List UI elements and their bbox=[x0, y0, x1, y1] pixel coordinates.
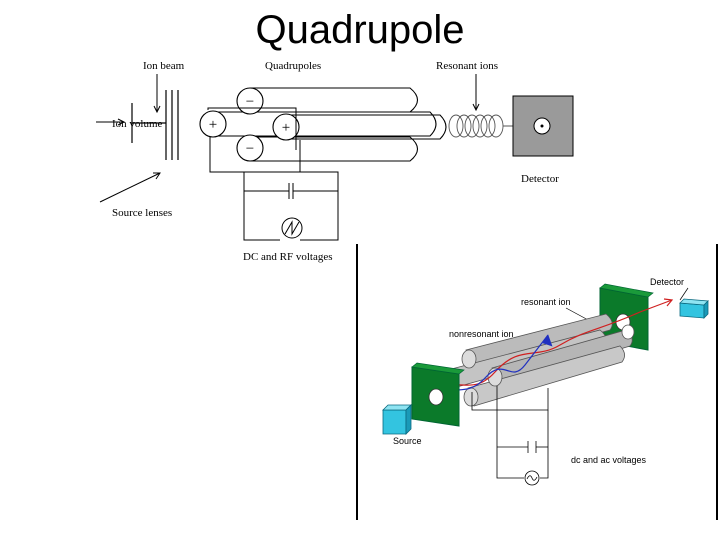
rf-source-symbol bbox=[281, 217, 303, 239]
label-nonresonant-ion: nonresonant ion bbox=[449, 329, 514, 339]
top-schematic: Ion beam Quadrupoles Resonant ions Ion v… bbox=[96, 60, 574, 263]
rod-sign-right: + bbox=[282, 120, 290, 136]
rod-middle-right bbox=[286, 114, 447, 140]
ion-beam-arrowhead bbox=[153, 105, 161, 114]
rod-sign-top: − bbox=[246, 94, 254, 110]
rod-3d-bottom bbox=[467, 345, 625, 407]
rod-ends: − + + − bbox=[199, 87, 300, 162]
detector-box bbox=[679, 298, 709, 319]
source-housing bbox=[411, 362, 465, 427]
rod-wiring-3d bbox=[471, 386, 549, 479]
bottom-3d-diagram: Detector resonant ion nonresonant ion So… bbox=[356, 244, 718, 520]
label-resonant-ions: Resonant ions bbox=[436, 60, 498, 72]
label-dc-ac-voltages: dc and ac voltages bbox=[571, 455, 647, 465]
resonant-ion-path bbox=[431, 299, 673, 399]
label-source-lenses: Source lenses bbox=[112, 207, 172, 219]
source-box bbox=[382, 404, 412, 435]
label-arrows bbox=[96, 74, 480, 203]
label-resonant-ion: resonant ion bbox=[521, 297, 571, 307]
label-detector-bottom: Detector bbox=[650, 277, 684, 287]
source-lens-plates bbox=[131, 90, 179, 160]
label-detector-top: Detector bbox=[521, 173, 559, 185]
ion-volume-arrowhead bbox=[117, 118, 126, 126]
resonant-ions-arrowhead bbox=[472, 103, 480, 112]
label-source: Source bbox=[393, 436, 422, 446]
detector-top bbox=[512, 95, 574, 157]
label-dc-rf-voltages: DC and RF voltages bbox=[243, 251, 333, 263]
label-quadrupoles: Quadrupoles bbox=[265, 60, 321, 72]
rod-sign-bottom: − bbox=[246, 141, 254, 157]
rod-wiring bbox=[207, 107, 339, 241]
rod-middle-left bbox=[213, 111, 437, 137]
rod-sign-left: + bbox=[209, 117, 217, 133]
quadrupole-rods bbox=[213, 87, 447, 162]
source-lenses-arrowhead bbox=[153, 172, 161, 180]
source-lenses-arrow bbox=[99, 172, 161, 203]
label-ion-volume: Ion volume bbox=[112, 118, 163, 130]
rod-bottom bbox=[250, 136, 419, 162]
slide-title: Quadrupole bbox=[255, 8, 465, 52]
ac-source-symbol bbox=[524, 470, 540, 486]
label-ion-beam: Ion beam bbox=[143, 60, 185, 72]
quadrupole-rods-3d bbox=[435, 313, 635, 407]
